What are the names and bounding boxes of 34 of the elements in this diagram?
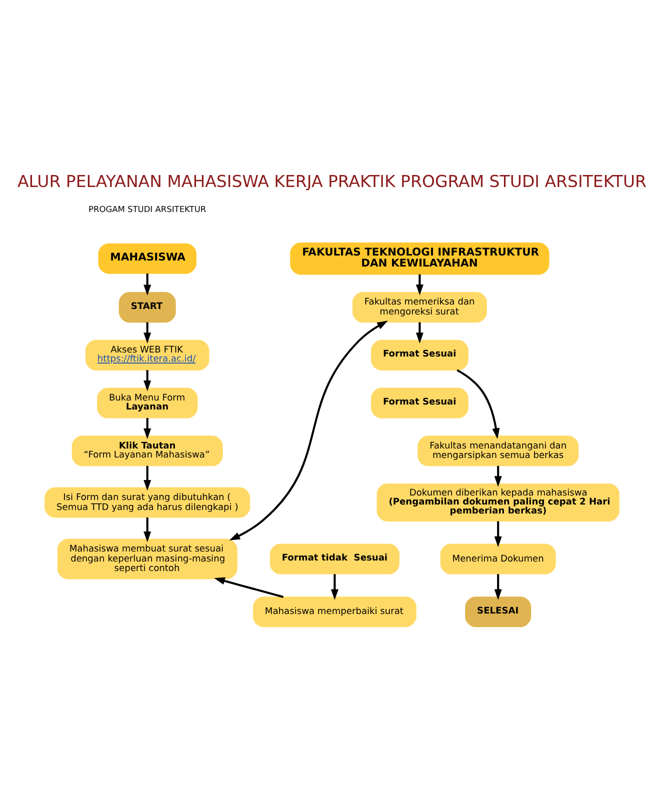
node-box: Format tidak Sesuai <box>270 544 400 574</box>
arrow <box>456 369 500 439</box>
arrow <box>144 370 152 392</box>
node-box: SELESAI <box>465 596 532 628</box>
node-box: Mahasiswa memperbaiki surat <box>252 596 416 628</box>
node-box: Fakultas menandatangani dan mengarsipkan semua berkas <box>418 436 579 466</box>
node-box: Buka Menu Form Layanan <box>97 388 198 418</box>
node-box: Dokumen diberikan kepada mahasiswa (Pengambilan dokumen paling cepat 2 Hari pemberian berkas) <box>376 484 620 522</box>
diagram-title: ALUR PELAYANAN MAHASISWA KERJA PRAKTIK PROGRAM STUDI ARSITEKTUR <box>17 172 647 191</box>
node-box: FAKULTAS TEKNOLOGI INFRASTRUKTUR DAN KEWILAYAHAN <box>290 242 550 275</box>
node-box: Klik Tautan “Form Layanan Mahasiswa” <box>72 436 223 466</box>
arrow <box>144 517 152 542</box>
arrow <box>229 320 388 540</box>
arrow <box>416 274 424 296</box>
arrow <box>416 322 424 344</box>
arrow <box>144 418 152 440</box>
node-box: Mahasiswa membuat surat sesuai dengan keperluan masing-masing seperti contoh <box>57 538 238 580</box>
node-box: Isi Form dan surat yang dibutuhkan ( Semua TTD yang ada harus dilengkapi ) <box>44 487 250 518</box>
arrow <box>214 577 284 598</box>
node-box: Fakultas memeriksa dan mengoreksi surat <box>352 292 487 323</box>
arrow <box>144 466 152 491</box>
node-box: START <box>118 292 176 323</box>
node-box: Akses WEB FTIK https://ftik.itera.ac.id/ <box>85 340 210 370</box>
arrow <box>494 574 502 600</box>
node-box: Format Sesuai <box>371 340 468 370</box>
node-box: Format Sesuai <box>371 388 468 418</box>
arrow <box>330 574 338 600</box>
node-box: Menerima Dokumen <box>440 544 556 574</box>
arrow <box>494 466 502 487</box>
node-box: MAHASISWA <box>98 243 196 274</box>
arrow <box>494 521 502 548</box>
label: PROGAM STUDI ARSITEKTUR <box>88 204 206 214</box>
arrow <box>144 274 152 296</box>
arrow <box>144 322 152 344</box>
